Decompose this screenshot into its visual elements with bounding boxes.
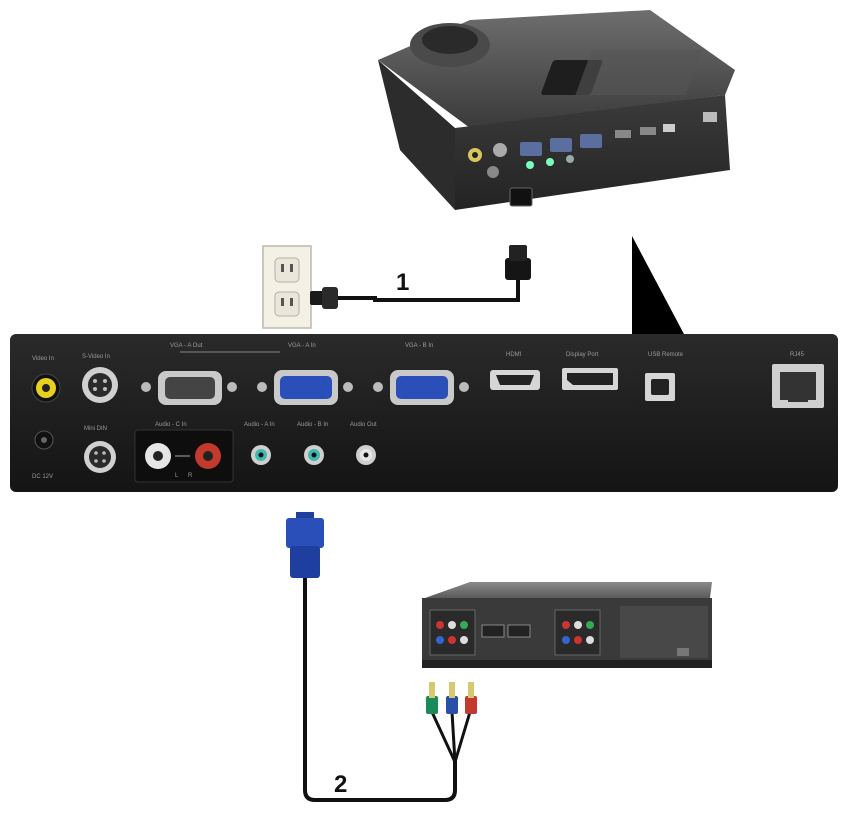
callout-2: 2 — [334, 771, 347, 798]
label-vga-a-out: VGA - A Out — [170, 343, 203, 349]
label-display-port: Display Port — [566, 352, 599, 358]
label-audio-c-in: Audio - C In — [155, 422, 187, 428]
label-audio-a-in: Audio - A In — [244, 422, 275, 428]
label-audio-out: Audio Out — [350, 422, 377, 428]
label-audio-c-r: R — [188, 473, 193, 479]
audio-a-in-jack — [251, 445, 271, 465]
label-s-video-in: S-Video In — [82, 354, 110, 360]
audio-b-in-jack — [304, 445, 324, 465]
audio-out-jack — [356, 445, 376, 465]
label-usb-remote: USB Remote — [648, 352, 684, 358]
video-in-port — [32, 374, 60, 402]
rj45-port — [772, 364, 824, 408]
audio-c-in-ports — [135, 430, 233, 482]
zoom-callout-wedge — [632, 236, 685, 336]
label-vga-a-in: VGA - A In — [288, 343, 316, 349]
hdmi-port — [490, 370, 540, 390]
label-rj45: RJ45 — [790, 352, 805, 358]
label-video-in: Video In — [32, 356, 54, 362]
label-hdmi: HDMI — [506, 352, 522, 358]
label-dc-12v: DC 12V — [32, 474, 53, 480]
mini-din-port — [84, 441, 116, 473]
display-port — [562, 368, 618, 390]
wall-outlet — [263, 246, 311, 328]
callout-1: 1 — [396, 269, 409, 296]
connector-panel: Video In S-Video In VGA - A Out VGA - A … — [10, 334, 838, 492]
label-audio-b-in: Audio - B In — [297, 422, 328, 428]
projector-power-inlet — [510, 188, 532, 206]
s-video-in-port — [82, 367, 118, 403]
component-source-device — [422, 582, 712, 668]
usb-remote-port — [645, 373, 675, 401]
projector — [378, 10, 735, 210]
power-cable — [310, 245, 531, 309]
label-mini-din: Mini DIN — [84, 426, 107, 432]
label-vga-b-in: VGA - B In — [405, 343, 433, 349]
dc-12v-jack — [35, 431, 53, 449]
